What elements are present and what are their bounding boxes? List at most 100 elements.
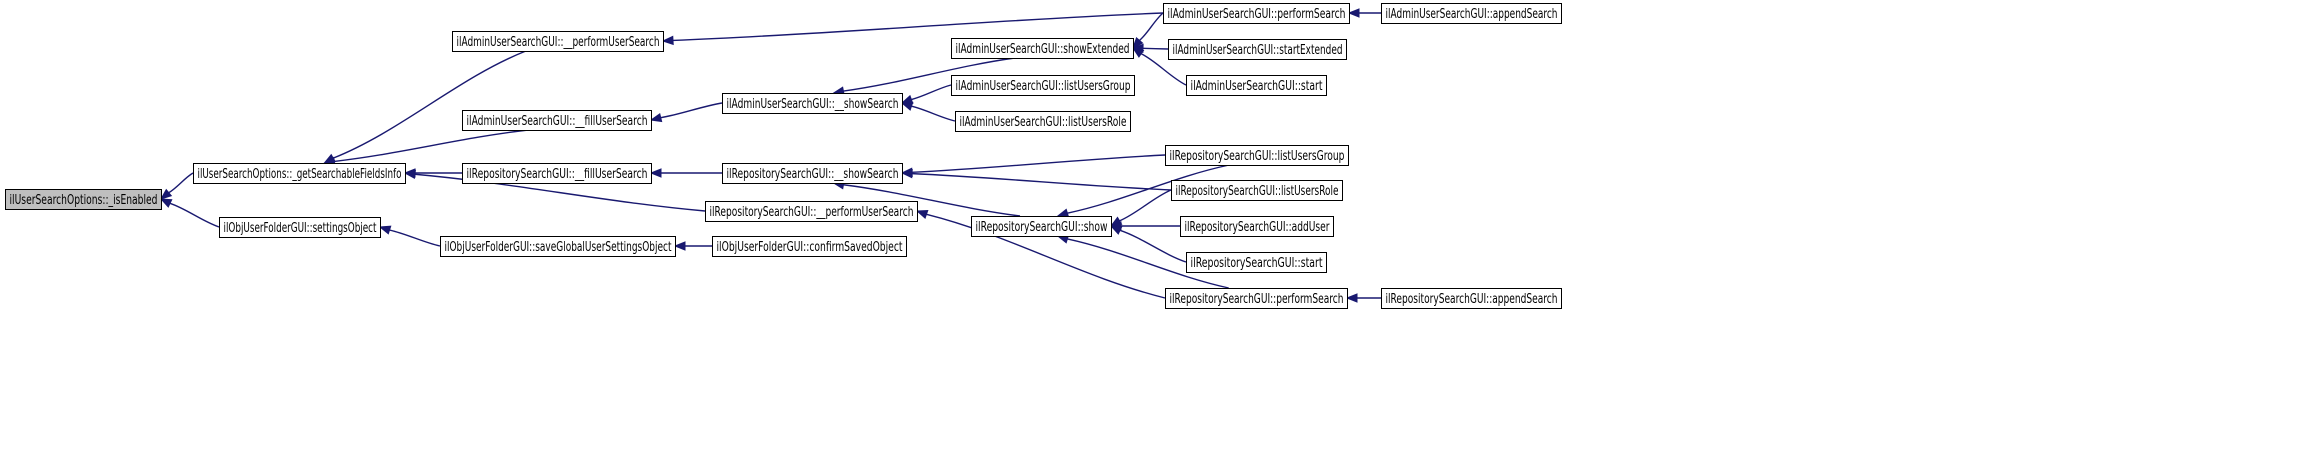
node-il-obj-user-folder-gui-save-global-user-settings-object[interactable]: ilObjUserFolderGUI::saveGlobalUserSettin… [440,236,676,257]
node-il-admin-user-search-gui-start[interactable]: ilAdminUserSearchGUI::start [1186,75,1327,96]
edge-line [911,154,1166,174]
edge-line [672,12,1164,42]
node-label: ilRepositorySearchGUI::listUsersGroup [1170,149,1345,164]
edge-line [1119,229,1187,263]
edge-line [169,202,220,228]
call-edge [1345,293,1382,303]
node-box [462,163,652,184]
call-edge [649,102,723,123]
node-label: ilRepositorySearchGUI::__fillUserSearch [467,167,648,182]
node-box [219,217,381,238]
edge-arrowhead [1345,293,1358,303]
call-edge [900,101,956,122]
node-il-repository-search-gui-append-search[interactable]: ilRepositorySearchGUI::appendSearch [1381,288,1562,309]
node-il-admin-user-search-gui-perform-search[interactable]: ilAdminUserSearchGUI::performSearch [1163,3,1350,24]
node-box [193,163,406,184]
edge-line [389,229,441,247]
edge-arrowhead [378,225,392,235]
node-box [722,93,903,114]
node-box [1186,75,1327,96]
node-il-admin-user-search-gui-show-search[interactable]: ilAdminUserSearchGUI::__showSearch [722,93,903,114]
node-il-admin-user-search-gui-list-users-group[interactable]: ilAdminUserSearchGUI::listUsersGroup [951,75,1135,96]
call-edge [403,169,706,212]
edge-line [660,102,723,119]
edge-line [911,84,952,101]
edge-arrowhead [1109,225,1123,235]
node-label: ilAdminUserSearchGUI::startExtended [1173,43,1343,58]
call-edge [900,168,1172,191]
node-box [5,189,162,210]
node-il-user-search-options-get-searchable-fields-info[interactable]: ilUserSearchOptions::_getSearchableField… [193,163,406,184]
node-box [1168,39,1347,60]
node-box [951,38,1134,59]
edge-arrowhead [1132,36,1144,50]
node-box [1165,288,1348,309]
node-il-repository-search-gui-perform-search[interactable]: ilRepositorySearchGUI::performSearch [1165,288,1348,309]
node-il-repository-search-gui-start[interactable]: ilRepositorySearchGUI::start [1186,252,1327,273]
node-label: ilRepositorySearchGUI::__performUserSear… [710,205,914,220]
node-il-admin-user-search-gui-start-extended[interactable]: ilAdminUserSearchGUI::startExtended [1168,39,1347,60]
call-edge [1347,8,1381,18]
node-box [955,111,1131,132]
node-il-repository-search-gui-add-user[interactable]: ilRepositorySearchGUI::addUser [1180,216,1334,237]
node-il-repository-search-gui-list-users-group[interactable]: ilRepositorySearchGUI::listUsersGroup [1165,145,1349,166]
edge-line [843,57,1015,92]
node-box [712,236,907,257]
edge-arrowhead [159,198,173,208]
edge-arrowhead [673,241,686,251]
nodes-layer: ilUserSearchOptions::_isEnabled ilUserSea… [5,3,1562,309]
node-il-repository-search-gui-perform-user-search[interactable]: ilRepositorySearchGUI::__performUserSear… [705,201,918,222]
node-il-admin-user-search-gui-append-search[interactable]: ilAdminUserSearchGUI::appendSearch [1381,3,1562,24]
edge-arrowhead [159,188,173,200]
node-box [452,31,664,52]
call-edge [673,241,713,251]
node-il-obj-user-folder-gui-settings-object[interactable]: ilObjUserFolderGUI::settingsObject [219,217,381,238]
root-node-il-user-search-options-is-enabled: ilUserSearchOptions::_isEnabled [5,189,162,210]
node-box [722,163,903,184]
edge-line [911,105,956,122]
node-label: ilAdminUserSearchGUI::listUsersRole [960,115,1127,130]
node-il-repository-search-gui-show-search[interactable]: ilRepositorySearchGUI::__showSearch [722,163,903,184]
node-box [951,75,1135,96]
node-box [1186,252,1327,273]
node-box [971,216,1112,237]
call-edge [1109,225,1187,263]
node-il-admin-user-search-gui-show-extended[interactable]: ilAdminUserSearchGUI::showExtended [951,38,1134,59]
edge-line [1119,189,1172,222]
edge-arrowhead [403,169,417,180]
call-edge [900,154,1166,178]
call-edge [900,84,952,104]
node-label: ilRepositorySearchGUI::appendSearch [1386,292,1558,307]
call-edge [1131,47,1187,86]
edge-arrowhead [661,35,674,46]
node-label: ilAdminUserSearchGUI::listUsersGroup [956,79,1131,94]
edge-line [334,129,529,163]
node-label: ilObjUserFolderGUI::confirmSavedObject [717,240,903,255]
node-label: ilAdminUserSearchGUI::start [1191,79,1323,94]
edge-arrowhead [915,210,929,219]
call-edge [649,168,722,178]
node-box [705,201,918,222]
call-edge [1109,221,1180,231]
node-il-admin-user-search-gui-perform-user-search[interactable]: ilAdminUserSearchGUI::__performUserSearc… [452,31,664,52]
edge-line [911,172,1172,191]
node-box [440,236,676,257]
node-il-repository-search-gui-list-users-role[interactable]: ilRepositorySearchGUI::listUsersRole [1171,180,1343,201]
edge-line [168,172,194,194]
call-edge [159,198,220,228]
call-edge [1109,189,1172,227]
node-il-obj-user-folder-gui-confirm-saved-object[interactable]: ilObjUserFolderGUI::confirmSavedObject [712,236,907,257]
edge-arrowhead [1056,208,1070,218]
call-edge [915,210,1166,299]
node-il-admin-user-search-gui-list-users-role[interactable]: ilAdminUserSearchGUI::listUsersRole [955,111,1131,132]
node-il-admin-user-search-gui-fill-user-search[interactable]: ilAdminUserSearchGUI::__fillUserSearch [462,110,652,131]
node-label: ilRepositorySearchGUI::addUser [1185,220,1330,235]
node-label: ilAdminUserSearchGUI::performSearch [1168,7,1346,22]
node-il-repository-search-gui-show[interactable]: ilRepositorySearchGUI::show [971,216,1112,237]
node-il-repository-search-gui-fill-user-search[interactable]: ilRepositorySearchGUI::__fillUserSearch [462,163,652,184]
node-box [462,110,652,131]
node-box [1381,288,1562,309]
node-label: ilAdminUserSearchGUI::__showSearch [727,97,899,112]
edge-arrowhead [649,112,663,123]
node-box [1163,3,1350,24]
